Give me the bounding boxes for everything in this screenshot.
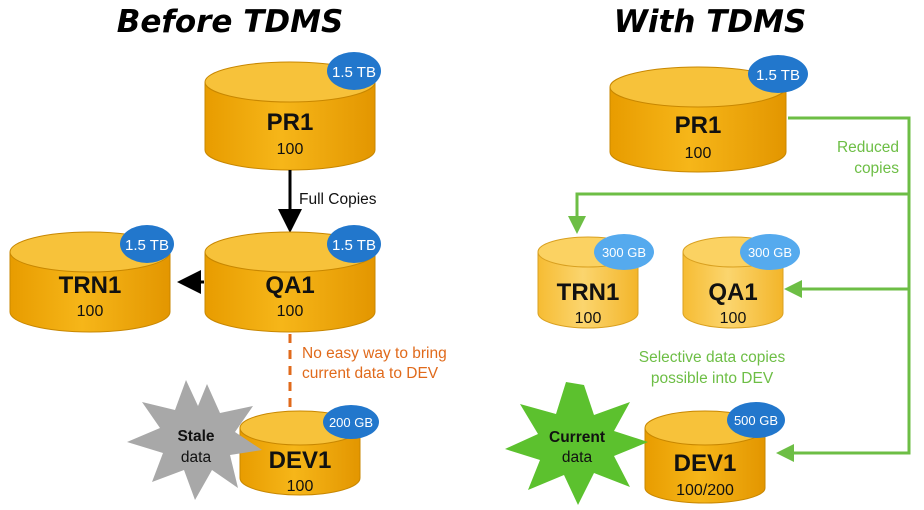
after-qa1-name: QA1 — [708, 279, 757, 306]
before-qa1-size-badge: 1.5 TB — [327, 225, 381, 263]
svg-text:1.5 TB: 1.5 TB — [756, 67, 800, 84]
after-pr1-name: PR1 — [675, 112, 722, 139]
svg-text:1.5 TB: 1.5 TB — [125, 237, 169, 254]
stale-data-burst: Stale data — [127, 380, 262, 500]
stale-burst-line2: data — [181, 449, 212, 466]
before-pr1-size-badge: 1.5 TB — [327, 52, 381, 90]
before-dev1-name: DEV1 — [269, 447, 332, 474]
reduced-copies-connectors — [568, 116, 911, 462]
current-data-burst: Current data — [505, 382, 648, 505]
after-trn1-name: TRN1 — [557, 279, 620, 306]
before-dev1-count: 100 — [287, 478, 314, 495]
before-qa1-count: 100 — [277, 303, 304, 320]
after-pr1-database: PR1 100 — [609, 66, 787, 173]
full-copies-label: Full Copies — [299, 191, 377, 208]
svg-text:200 GB: 200 GB — [329, 415, 373, 430]
before-qa1-database: QA1 100 — [204, 231, 376, 333]
after-trn1-size-badge: 300 GB — [594, 234, 654, 270]
svg-text:300 GB: 300 GB — [748, 245, 792, 260]
reduced-copies-text-line1: Reduced — [837, 139, 899, 156]
after-dev1-size-badge: 500 GB — [727, 402, 785, 438]
title-with-tdms: With TDMS — [613, 4, 807, 40]
current-burst-line2: data — [562, 449, 593, 466]
after-qa1-count: 100 — [720, 310, 747, 327]
before-trn1-database: TRN1 100 — [9, 231, 171, 333]
after-pr1-size-badge: 1.5 TB — [748, 55, 808, 93]
after-dev1-name: DEV1 — [674, 450, 737, 477]
before-trn1-count: 100 — [77, 303, 104, 320]
selective-copies-text-line1: Selective data copies — [639, 349, 786, 366]
selective-copies-text-line2: possible into DEV — [651, 370, 774, 387]
svg-text:300 GB: 300 GB — [602, 245, 646, 260]
no-easy-way-text-line2: current data to DEV — [302, 365, 439, 382]
after-trn1-count: 100 — [575, 310, 602, 327]
before-pr1-count: 100 — [277, 141, 304, 158]
before-qa1-name: QA1 — [265, 272, 314, 299]
after-dev1-count: 100/200 — [676, 482, 734, 499]
after-qa1-size-badge: 300 GB — [740, 234, 800, 270]
stale-burst-line1: Stale — [177, 428, 214, 445]
reduced-copies-text-line2: copies — [854, 160, 899, 177]
before-dev1-size-badge: 200 GB — [323, 405, 379, 439]
before-pr1-database: PR1 100 — [204, 61, 376, 171]
after-trn1-database: TRN1 100 — [537, 236, 639, 329]
before-pr1-name: PR1 — [267, 109, 314, 136]
before-trn1-size-badge: 1.5 TB — [120, 225, 174, 263]
before-trn1-name: TRN1 — [59, 272, 122, 299]
title-before-tdms: Before TDMS — [116, 4, 344, 40]
svg-text:500 GB: 500 GB — [734, 413, 778, 428]
no-easy-way-text-line1: No easy way to bring — [302, 345, 447, 362]
svg-text:1.5 TB: 1.5 TB — [332, 64, 376, 81]
svg-text:1.5 TB: 1.5 TB — [332, 237, 376, 254]
after-pr1-count: 100 — [685, 145, 712, 162]
current-burst-line1: Current — [549, 429, 605, 446]
